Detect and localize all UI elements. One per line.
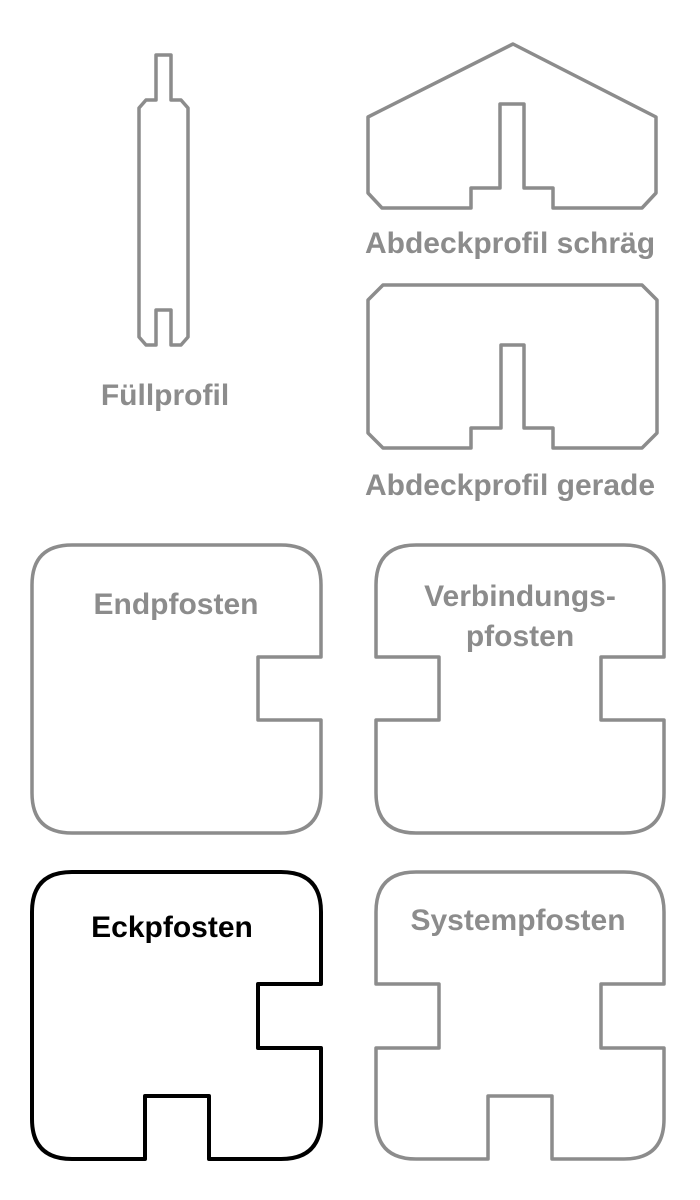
endpfosten-label: Endpfosten [94, 588, 259, 621]
fuellprofil-label: Füllprofil [101, 379, 229, 412]
abdeckprofil-gerade-shape [366, 283, 659, 450]
eckpfosten-label: Eckpfosten [91, 911, 253, 944]
fuellprofil-shape [137, 53, 190, 347]
fuellprofil-group: Füllprofil [101, 53, 229, 412]
systempfosten-label: Systempfosten [410, 904, 625, 937]
eckpfosten-group: Eckpfosten [30, 870, 323, 1161]
verbindungspfosten-group: Verbindungs- pfosten [374, 543, 666, 835]
endpfosten-group: Endpfosten [30, 543, 323, 835]
systempfosten-group: Systempfosten [374, 870, 666, 1161]
verbindungspfosten-label-line1: Verbindungs- [424, 580, 616, 613]
verbindungspfosten-label-line2: pfosten [466, 620, 574, 653]
abdeckprofil-schraeg-group: Abdeckprofil schräg [365, 42, 658, 260]
endpfosten-shape [30, 543, 323, 835]
systempfosten-shape [374, 870, 666, 1161]
abdeckprofil-gerade-group: Abdeckprofil gerade [365, 283, 659, 502]
eckpfosten-shape [30, 870, 323, 1161]
abdeckprofil-schraeg-shape [366, 42, 658, 210]
verbindungspfosten-shape [374, 543, 666, 835]
abdeckprofil-gerade-label: Abdeckprofil gerade [365, 469, 655, 502]
abdeckprofil-schraeg-label: Abdeckprofil schräg [365, 227, 655, 260]
